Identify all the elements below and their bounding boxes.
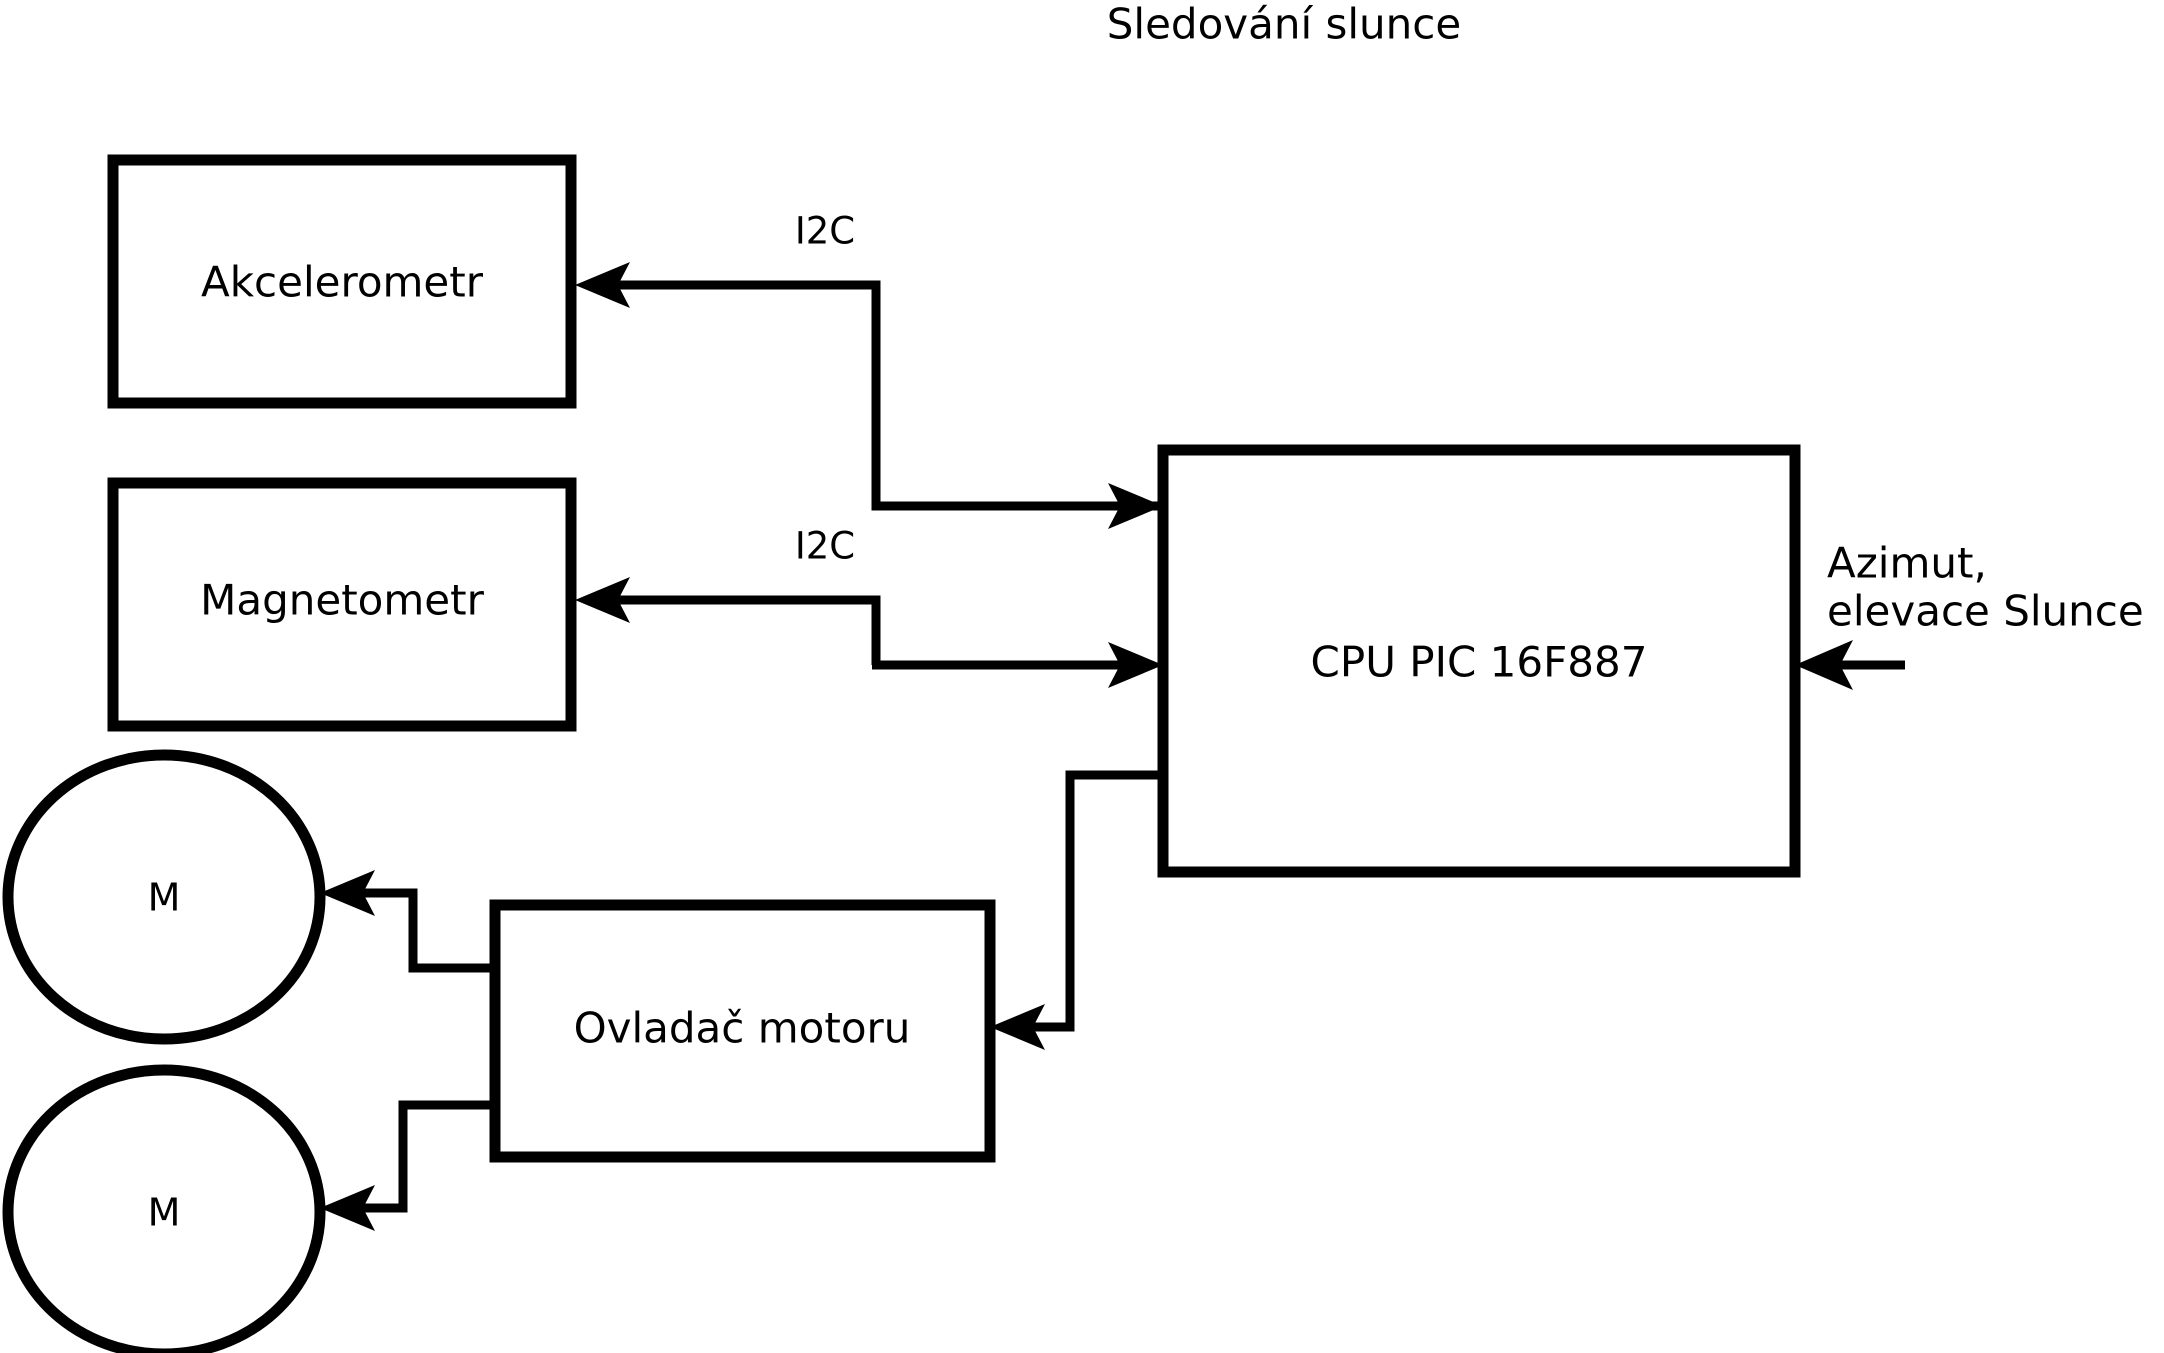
- motor-1-label: M: [148, 876, 181, 920]
- accelerometer-label: Akcelerometr: [201, 258, 484, 307]
- arrowhead-to-magnetometer: [575, 577, 630, 623]
- edge-cpu-to-accelerometer: I2C: [575, 210, 1160, 511]
- edge-cpu-to-motor-driver: [990, 770, 1163, 1050]
- motor-2-circle[interactable]: [2, 1064, 326, 1353]
- page-title: Sledování slunce: [1107, 0, 1461, 49]
- edge-label-i2c-bottom: I2C: [795, 525, 855, 568]
- cpu-label: CPU PIC 16F887: [1311, 638, 1648, 687]
- magnetometer-label: Magnetometr: [200, 576, 484, 625]
- edge-cpu-to-motor-driver-line: [1025, 770, 1163, 1032]
- edge-motor-driver-to-motor-1-line: [355, 888, 495, 973]
- arrowhead-external-to-cpu: [1795, 640, 1853, 690]
- node-motor-driver[interactable]: Ovladač motoru: [489, 899, 996, 1163]
- arrowhead-to-motor-2: [320, 1185, 375, 1231]
- motor-1-circle[interactable]: [2, 749, 326, 1045]
- cpu-box[interactable]: [1157, 444, 1801, 878]
- edge-cpu-to-magnetometer-line: [610, 595, 881, 665]
- arrowhead-to-accelerometer: [575, 262, 630, 308]
- motor-driver-label: Ovladač motoru: [574, 1004, 911, 1053]
- magnetometer-box[interactable]: [107, 477, 577, 732]
- external-input-label-line1: Azimut,: [1827, 539, 1987, 588]
- edge-external-input-to-cpu: Azimut, elevace Slunce: [1795, 539, 2144, 690]
- accelerometer-box[interactable]: [107, 154, 577, 409]
- node-accelerometer[interactable]: Akcelerometr: [107, 154, 577, 409]
- edge-accelerometer-to-cpu: [876, 483, 1163, 529]
- edge-cpu-to-magnetometer: I2C: [575, 525, 881, 665]
- edge-cpu-to-accelerometer-line: [610, 280, 1160, 511]
- edge-motor-driver-to-motor-2-line: [355, 1100, 495, 1213]
- node-motor-1[interactable]: M: [2, 749, 326, 1045]
- arrowhead-to-motor-driver: [990, 1004, 1045, 1050]
- arrowhead-accelerometer-to-cpu: [1108, 483, 1163, 529]
- motor-driver-box[interactable]: [489, 899, 996, 1163]
- arrowhead-magnetometer-to-cpu: [1108, 642, 1163, 688]
- edge-motor-driver-to-motor-1: [320, 870, 495, 973]
- node-cpu[interactable]: CPU PIC 16F887: [1157, 444, 1801, 878]
- motor-2-label: M: [148, 1191, 181, 1235]
- edge-magnetometer-to-cpu: [872, 642, 1163, 688]
- arrowhead-to-motor-1: [320, 870, 375, 916]
- external-input-label-line2: elevace Slunce: [1827, 587, 2144, 636]
- node-motor-2[interactable]: M: [2, 1064, 326, 1353]
- edge-motor-driver-to-motor-2: [320, 1100, 495, 1231]
- edge-label-i2c-top: I2C: [795, 210, 855, 253]
- node-magnetometer[interactable]: Magnetometr: [107, 477, 577, 732]
